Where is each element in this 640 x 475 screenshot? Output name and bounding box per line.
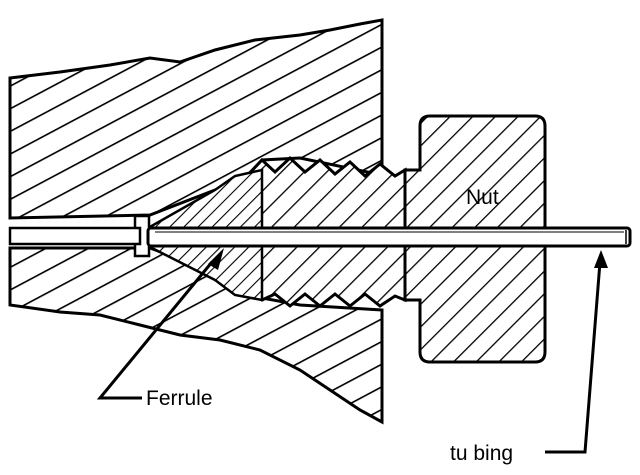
tubing-arrowhead — [594, 250, 608, 268]
ferrule-arrowhead — [208, 248, 224, 270]
tubing-leader — [545, 261, 602, 454]
nut-label: Nut — [466, 186, 499, 209]
tubing — [146, 226, 632, 248]
ferrule-upper — [143, 168, 264, 230]
body-bore — [8, 226, 142, 246]
tubing-label: tu bing — [450, 442, 513, 465]
ferrule-label: Ferrule — [146, 387, 213, 410]
ferrule-leader — [96, 261, 214, 400]
